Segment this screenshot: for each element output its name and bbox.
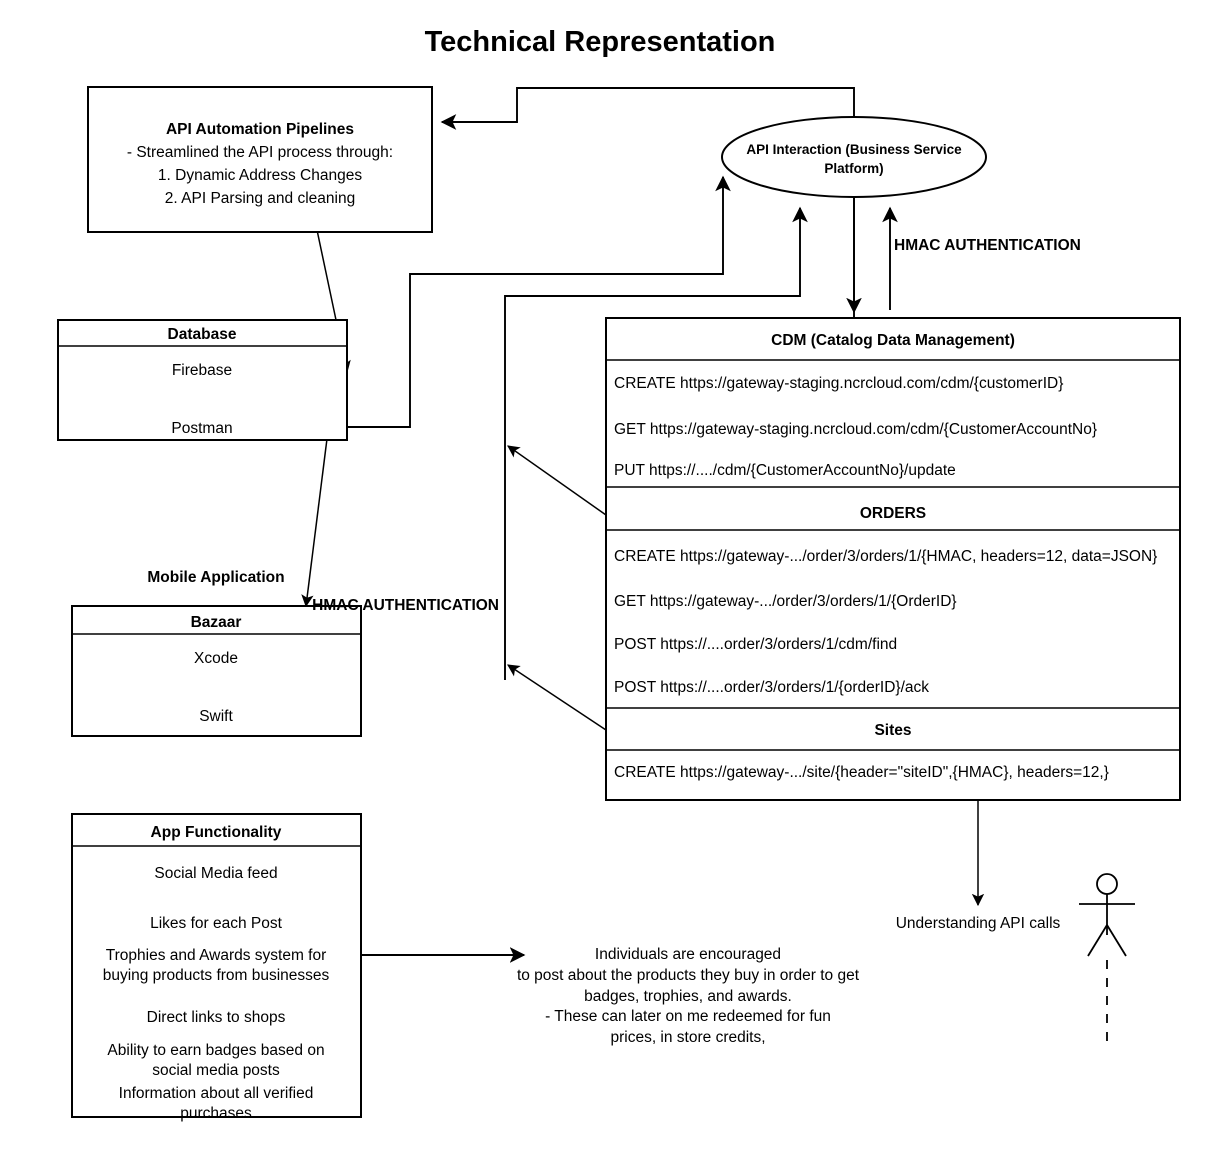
- cdm-endpoint-3: PUT https://..../cdm/{CustomerAccountNo}…: [614, 462, 956, 479]
- cdm-orders-sites-box[interactable]: CDM (Catalog Data Management) CREATE htt…: [605, 317, 1181, 801]
- connector-orders-to-riser-upper: [507, 445, 607, 516]
- app-functionality-header: App Functionality: [151, 824, 282, 841]
- orders-endpoint-1: CREATE https://gateway-.../order/3/order…: [614, 548, 1157, 565]
- api-interaction-line-2: Platform): [824, 161, 883, 176]
- app-functionality-item-2: Likes for each Post: [150, 915, 283, 932]
- api-interaction-ellipse[interactable]: API Interaction (Business Service Platfo…: [721, 116, 987, 198]
- mobile-application-caption: Mobile Application: [147, 569, 284, 586]
- app-functionality-item-3-line-2: buying products from businesses: [103, 967, 330, 984]
- connector-mid-to-ellipse: [504, 206, 808, 680]
- note-line-2: to post about the products they buy in o…: [517, 967, 860, 984]
- connector-database-to-ellipse: [347, 175, 731, 428]
- bazaar-header: Bazaar: [191, 614, 242, 631]
- cdm-endpoint-1: CREATE https://gateway-staging.ncrcloud.…: [614, 375, 1063, 392]
- api-pipelines-line-1: - Streamlined the API process through:: [127, 144, 393, 161]
- app-functionality-box[interactable]: App Functionality Social Media feed Like…: [71, 813, 362, 1122]
- sites-endpoint-1: CREATE https://gateway-.../site/{header=…: [614, 764, 1109, 781]
- bazaar-row-swift: Swift: [199, 708, 233, 725]
- note-line-3: badges, trophies, and awards.: [584, 988, 792, 1005]
- bazaar-box[interactable]: Bazaar Xcode Swift: [71, 605, 362, 737]
- app-functionality-item-5-line-1: Ability to earn badges based on: [107, 1042, 324, 1059]
- hmac-authentication-label-middle: HMAC AUTHENTICATION: [312, 597, 499, 614]
- encouraged-note: Individuals are encouraged to post about…: [517, 946, 860, 1046]
- app-functionality-item-1: Social Media feed: [154, 865, 277, 882]
- api-automation-pipelines-box[interactable]: API Automation Pipelines - Streamlined t…: [87, 86, 433, 233]
- note-line-5: prices, in store credits,: [610, 1029, 765, 1046]
- api-interaction-line-1: API Interaction (Business Service: [746, 142, 962, 157]
- database-header: Database: [168, 326, 237, 343]
- database-row-postman: Postman: [171, 420, 232, 437]
- orders-endpoint-4: POST https://....order/3/orders/1/{order…: [614, 679, 929, 696]
- app-functionality-item-6-line-2: purchases: [180, 1105, 252, 1122]
- page-title: Technical Representation: [425, 26, 776, 58]
- app-functionality-item-4: Direct links to shops: [147, 1009, 286, 1026]
- orders-endpoint-3: POST https://....order/3/orders/1/cdm/fi…: [614, 636, 897, 653]
- note-line-1: Individuals are encouraged: [595, 946, 781, 963]
- orders-endpoint-2: GET https://gateway-.../order/3/orders/1…: [614, 593, 957, 610]
- api-pipelines-line-3: 2. API Parsing and cleaning: [165, 190, 355, 207]
- orders-header: ORDERS: [860, 505, 926, 522]
- cdm-endpoint-2: GET https://gateway-staging.ncrcloud.com…: [614, 421, 1097, 438]
- api-pipelines-line-2: 1. Dynamic Address Changes: [158, 167, 362, 184]
- bazaar-row-xcode: Xcode: [194, 650, 238, 667]
- note-line-4: - These can later on me redeemed for fun: [545, 1008, 831, 1025]
- api-pipelines-title: API Automation Pipelines: [166, 121, 354, 138]
- app-functionality-item-5-line-2: social media posts: [152, 1062, 280, 1079]
- cdm-header: CDM (Catalog Data Management): [771, 332, 1015, 349]
- database-box[interactable]: Database Firebase Postman: [57, 319, 348, 441]
- actor-stick-figure: [1079, 873, 1135, 1045]
- connector-sites-to-riser-lower: [507, 664, 607, 731]
- app-functionality-item-3-line-1: Trophies and Awards system for: [106, 947, 327, 964]
- sites-header: Sites: [874, 722, 911, 739]
- understanding-api-calls-label: Understanding API calls: [896, 915, 1061, 932]
- connectors: [301, 87, 985, 963]
- hmac-authentication-label-top: HMAC AUTHENTICATION: [894, 237, 1081, 254]
- database-row-firebase: Firebase: [172, 362, 232, 379]
- app-functionality-item-6-line-1: Information about all verified: [119, 1085, 314, 1102]
